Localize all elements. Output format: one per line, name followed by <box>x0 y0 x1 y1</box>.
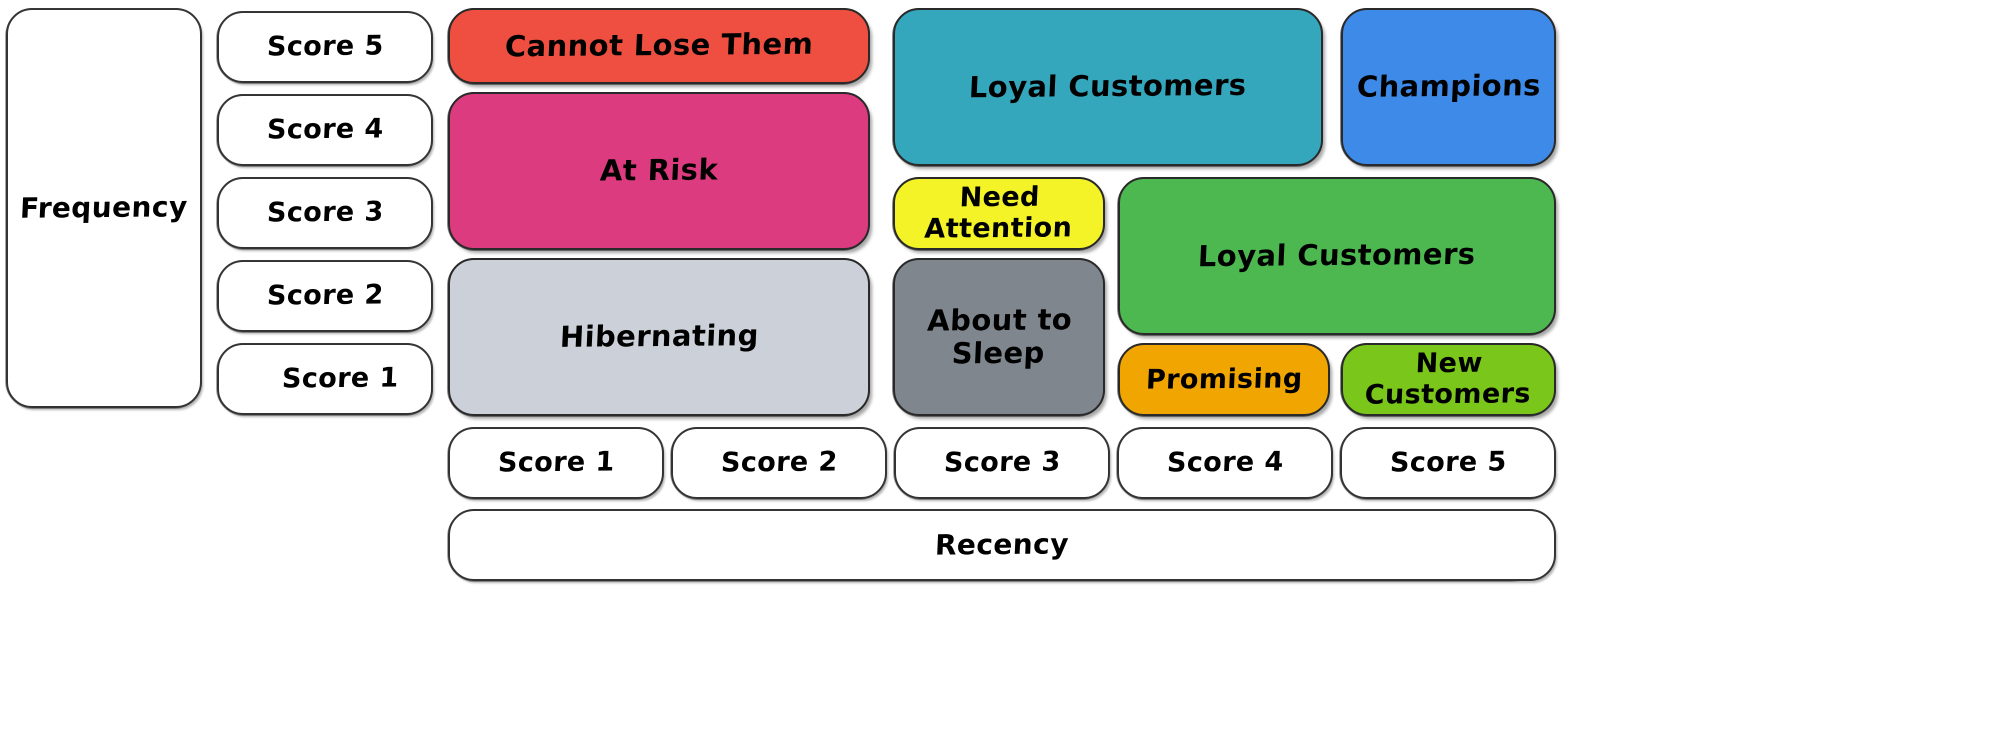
recency-score-2[interactable]: Score 2 <box>671 427 887 499</box>
segment-hibernating-label: Hibernating <box>558 318 760 355</box>
segment-promising-label: Promising <box>1145 363 1303 396</box>
segment-promising[interactable]: Promising <box>1118 343 1330 416</box>
frequency-score-3[interactable]: Score 3 <box>217 177 433 249</box>
frequency-score-2[interactable]: Score 2 <box>217 260 433 332</box>
recency-score-3-label: Score 3 <box>942 446 1062 479</box>
segment-loyal-customers-green[interactable]: Loyal Customers <box>1118 177 1556 335</box>
frequency-score-5-label: Score 5 <box>265 30 385 63</box>
segment-cannot-lose-them-label: Cannot Lose Them <box>504 26 814 64</box>
frequency-axis-text: Frequency <box>19 190 189 225</box>
frequency-score-4[interactable]: Score 4 <box>217 94 433 166</box>
recency-score-4-label: Score 4 <box>1165 446 1285 479</box>
segment-champions[interactable]: Champions <box>1341 8 1556 166</box>
segment-need-attention[interactable]: Need Attention <box>893 177 1105 250</box>
frequency-score-1[interactable]: Score 1 <box>217 343 433 415</box>
frequency-score-2-label: Score 2 <box>265 279 385 312</box>
segment-about-to-sleep-label: About to Sleep <box>926 302 1073 371</box>
segment-at-risk[interactable]: At Risk <box>448 92 870 250</box>
segment-cannot-lose-them[interactable]: Cannot Lose Them <box>448 8 870 84</box>
frequency-score-1-label: Score 1 <box>281 362 400 395</box>
segment-new-customers-label: New Customers <box>1364 348 1532 412</box>
segment-at-risk-label: At Risk <box>599 152 719 188</box>
recency-score-2-label: Score 2 <box>719 446 839 479</box>
recency-score-1-label: Score 1 <box>496 446 616 479</box>
recency-score-1[interactable]: Score 1 <box>448 427 664 499</box>
recency-axis-text: Recency <box>934 527 1070 562</box>
recency-score-5-label: Score 5 <box>1388 446 1508 479</box>
segment-about-to-sleep[interactable]: About to Sleep <box>893 258 1105 416</box>
frequency-axis-label: Frequency <box>6 8 202 408</box>
frequency-score-3-label: Score 3 <box>265 196 385 229</box>
frequency-score-4-label: Score 4 <box>265 113 385 146</box>
recency-axis-label: Recency <box>448 509 1556 581</box>
segment-loyal-customers-teal-label: Loyal Customers <box>968 68 1248 105</box>
segment-need-attention-label: Need Attention <box>923 182 1073 246</box>
recency-score-3[interactable]: Score 3 <box>894 427 1110 499</box>
recency-score-4[interactable]: Score 4 <box>1117 427 1333 499</box>
segment-new-customers[interactable]: New Customers <box>1341 343 1556 416</box>
segment-hibernating[interactable]: Hibernating <box>448 258 870 416</box>
segment-champions-label: Champions <box>1355 68 1542 105</box>
frequency-score-5[interactable]: Score 5 <box>217 11 433 83</box>
recency-score-5[interactable]: Score 5 <box>1340 427 1556 499</box>
segment-loyal-customers-teal[interactable]: Loyal Customers <box>893 8 1323 166</box>
segment-loyal-customers-green-label: Loyal Customers <box>1197 237 1477 274</box>
